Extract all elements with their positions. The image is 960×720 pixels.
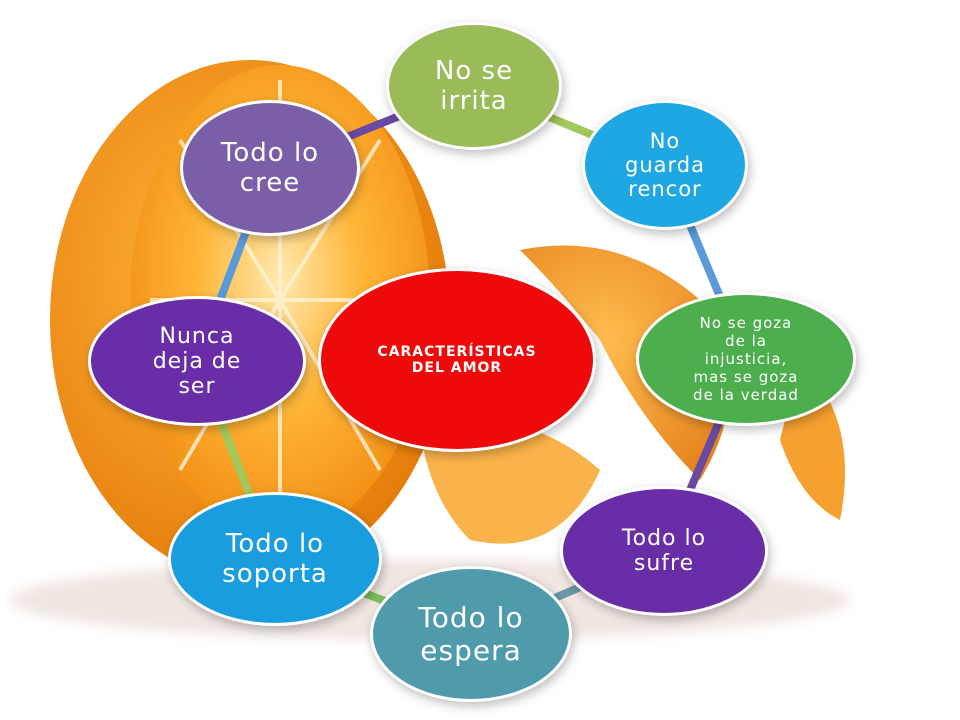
node-no-se-goza-de-la-injusticia: No se goza de la injusticia, mas se goza… bbox=[636, 292, 856, 426]
node-label: Todo lo sufre bbox=[621, 526, 707, 576]
node-label: Todo lo cree bbox=[220, 138, 320, 198]
node-todo-lo-sufre: Todo lo sufre bbox=[560, 486, 768, 616]
node-nunca-deja-de-ser: Nunca deja de ser bbox=[88, 296, 306, 426]
node-todo-lo-soporta: Todo lo soporta bbox=[168, 492, 382, 626]
center-label: CARACTERÍSTICAS DEL AMOR bbox=[377, 344, 537, 376]
orange-slice-icon bbox=[520, 245, 730, 480]
node-label: No se irrita bbox=[434, 56, 514, 116]
node-todo-lo-cree: Todo lo cree bbox=[180, 100, 360, 236]
node-no-guarda-rencor: No guarda rencor bbox=[582, 100, 748, 230]
center-node: CARACTERÍSTICAS DEL AMOR bbox=[318, 268, 596, 452]
node-label: Todo lo espera bbox=[418, 601, 524, 667]
node-no-se-irrita: No se irrita bbox=[386, 22, 562, 150]
node-todo-lo-espera: Todo lo espera bbox=[370, 566, 572, 702]
node-label: No guarda rencor bbox=[625, 129, 705, 201]
node-label: Todo lo soporta bbox=[222, 529, 328, 589]
node-label: No se goza de la injusticia, mas se goza… bbox=[693, 314, 799, 404]
node-label: Nunca deja de ser bbox=[152, 323, 242, 399]
